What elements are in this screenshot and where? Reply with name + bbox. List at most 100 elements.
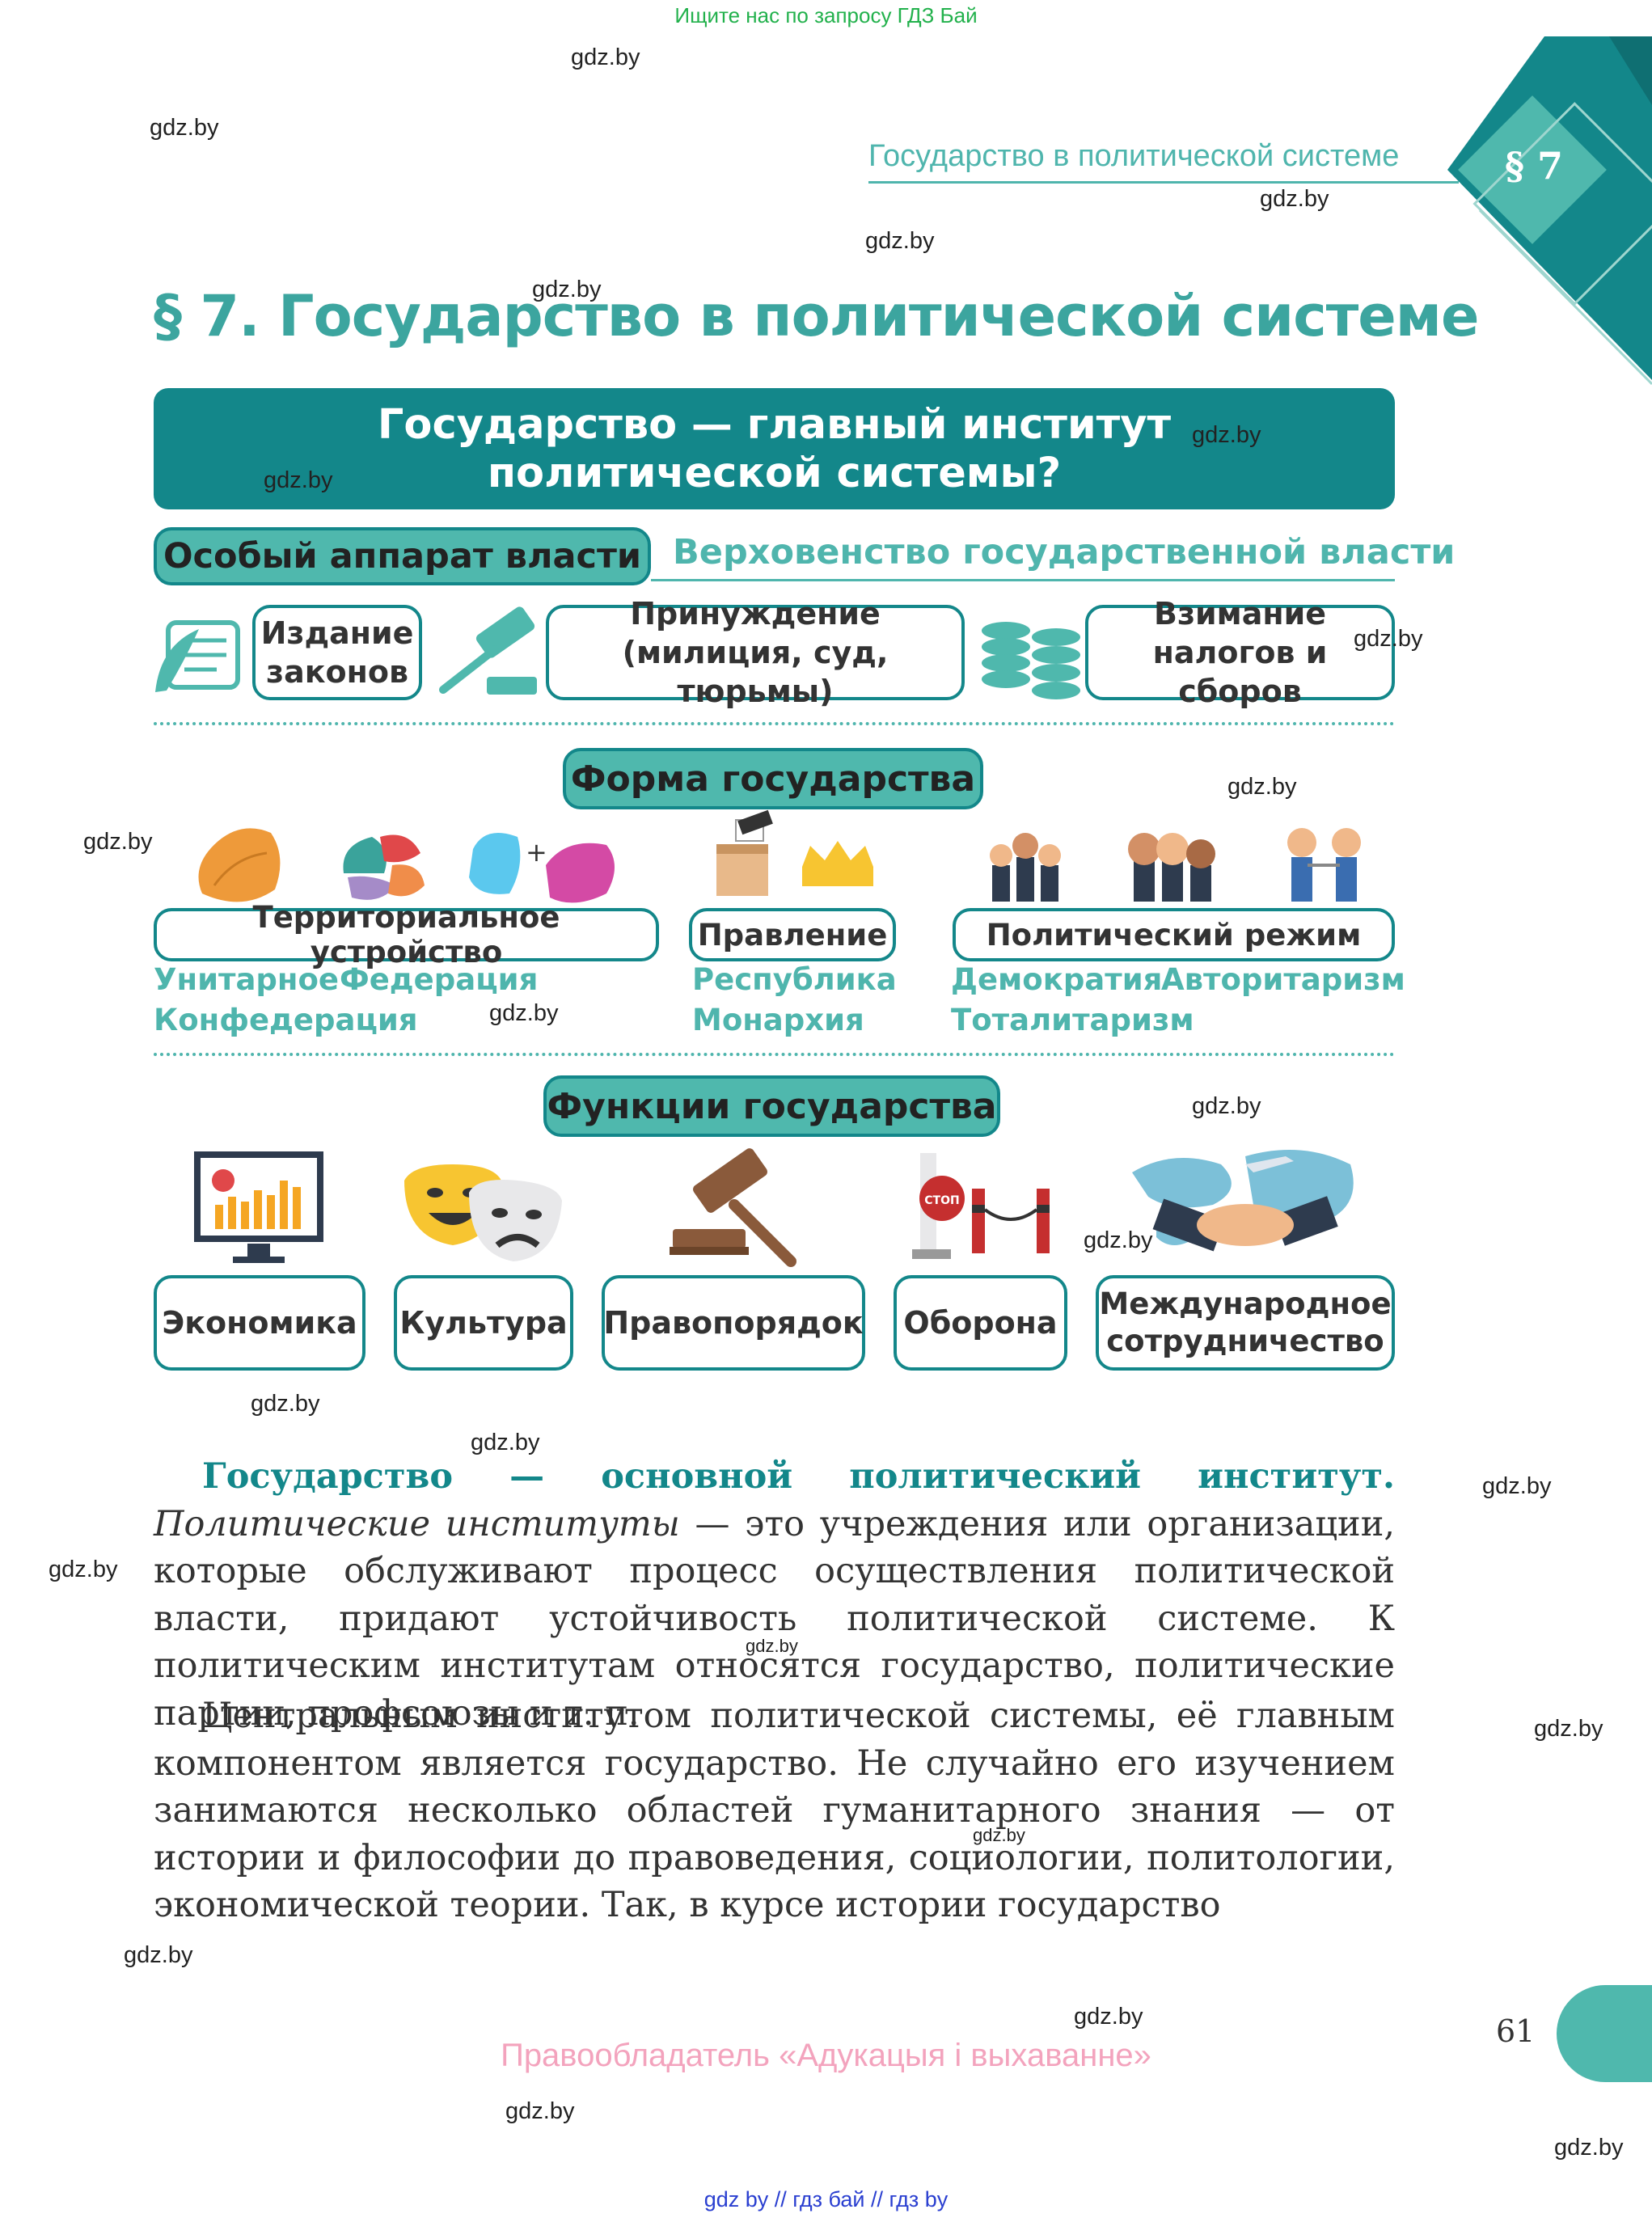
taxes-box: Взимание налогов и сборов — [1085, 596, 1395, 709]
watermark: gdz.by — [264, 467, 333, 493]
law-making-line2: законов — [265, 654, 409, 690]
function-culture: Культура — [394, 1275, 573, 1371]
handshake-world-icon — [1132, 1150, 1354, 1252]
paragraph-2-text: Центральным институтом политической сист… — [154, 1696, 1395, 1926]
type-authoritarianism: Авторитаризм — [1161, 962, 1405, 997]
gavel-icon — [439, 606, 537, 695]
functions-heading: Функции государства — [543, 1075, 1000, 1137]
page-number: 61 — [1496, 2013, 1536, 2049]
paragraph-2: Центральным институтом политической сист… — [154, 1692, 1395, 1929]
special-apparatus-text: Особый аппарат власти — [163, 536, 641, 577]
type-totalitarianism: Тоталитаризм — [951, 1003, 1194, 1037]
law-making-box: Издание законов — [252, 605, 422, 700]
watermark: gdz.by — [1074, 2004, 1143, 2030]
function-defense: Оборона — [894, 1275, 1067, 1371]
watermark: gdz.by — [865, 228, 935, 254]
top-search-hint[interactable]: Ищите нас по запросу ГДЗ Бай — [674, 3, 978, 27]
watermark: gdz.by — [150, 115, 219, 141]
section-badge: § 7 — [1504, 144, 1564, 188]
form-heading: Форма государства — [563, 748, 983, 809]
territory-shapes-icon: + — [198, 828, 615, 903]
watermark: gdz.by — [471, 1430, 540, 1455]
paragraph-1-term: Политические институты — [154, 1503, 680, 1544]
governance-text: Правление — [697, 917, 888, 953]
watermark: gdz.by — [49, 1557, 118, 1582]
taxes-line1: Взимание — [1153, 596, 1327, 632]
page-number-tab — [1557, 1985, 1652, 2082]
political-regime-text: Политический режим — [986, 917, 1362, 953]
watermark: gdz.by — [1260, 186, 1329, 212]
bottom-links[interactable]: gdz by // гдз бай // гдз by — [703, 2187, 949, 2211]
running-header-rule — [868, 181, 1459, 184]
paragraph-1: Государство — основной политический инст… — [154, 1453, 1395, 1738]
territorial-structure-text: Территориальное устройство — [252, 900, 560, 969]
coercion-box: Принуждение (милиция, суд, тюрьмы) — [546, 596, 965, 709]
watermark: gdz.by — [1192, 1093, 1261, 1119]
border-barrier-icon: СТОП — [912, 1153, 1050, 1259]
scroll-quill-icon — [155, 620, 240, 692]
watermark: gdz.by — [532, 277, 602, 302]
function-international-line1: Международное — [1099, 1286, 1392, 1321]
watermark: gdz.by — [1084, 1227, 1153, 1253]
monitor-chart-icon — [194, 1151, 323, 1263]
watermark: gdz.by — [1482, 1473, 1552, 1499]
type-federation: Федерация — [340, 962, 539, 997]
hands-raised-icon — [990, 828, 1361, 902]
function-law-order: Правопорядок — [602, 1275, 865, 1371]
function-economy: Экономика — [154, 1275, 365, 1371]
copyright-notice: Правообладатель «Адукацыя і выхаванне» — [501, 2038, 1151, 2073]
form-heading-text: Форма государства — [570, 758, 976, 800]
watermark: gdz.by — [489, 1000, 559, 1026]
taxes-line2: налогов и сборов — [1152, 635, 1328, 709]
divider-2 — [154, 1053, 1395, 1056]
banner-line-2: политической системы? — [487, 450, 1062, 497]
law-making-line1: Издание — [260, 615, 414, 651]
territorial-structure-box: Территориальное устройство — [154, 900, 659, 969]
function-international-line2: сотрудничество — [1106, 1324, 1384, 1358]
watermark: gdz.by — [1554, 2135, 1624, 2161]
type-republic: Республика — [692, 962, 897, 997]
watermark: gdz.by — [1192, 422, 1261, 448]
function-economy-text: Экономика — [162, 1305, 357, 1341]
paragraph-1-rest: — это учреждения или организации, которы… — [154, 1503, 1396, 1734]
function-defense-text: Оборона — [903, 1305, 1058, 1341]
running-header: Государство в политической системе — [868, 139, 1400, 173]
political-regime-box: Политический режим — [953, 908, 1395, 961]
governance-box: Правление — [689, 908, 896, 961]
watermark: gdz.by — [124, 1942, 193, 1968]
function-law-order-text: Правопорядок — [603, 1305, 864, 1341]
watermark: gdz.by — [83, 829, 153, 855]
divider-1 — [154, 722, 1395, 725]
function-culture-text: Культура — [399, 1305, 568, 1341]
type-monarchy: Монархия — [692, 1003, 864, 1037]
coercion-line2: (милиция, суд, тюрьмы) — [622, 635, 889, 709]
question-banner: Государство — главный институт политичес… — [154, 388, 1395, 509]
coercion-line1: Принуждение — [630, 596, 881, 632]
ballot-crown-icon — [716, 809, 873, 896]
type-unitary: Унитарное — [154, 962, 339, 997]
type-confederation: Конфедерация — [154, 1003, 418, 1037]
watermark: gdz.by — [1354, 626, 1423, 652]
watermark-small: gdz.by — [973, 1825, 1025, 1845]
svg-text:СТОП: СТОП — [924, 1194, 959, 1207]
gavel-icon — [670, 1148, 796, 1267]
coins-icon — [982, 622, 1080, 699]
special-apparatus-label: Особый аппарат власти — [154, 527, 651, 585]
watermark: gdz.by — [251, 1391, 320, 1417]
function-international: Международное сотрудничество — [1096, 1275, 1395, 1371]
watermark: gdz.by — [571, 44, 640, 70]
banner-line-1: Государство — главный институт — [377, 401, 1172, 449]
supremacy-label: Верховенство государственной власти — [673, 532, 1456, 572]
watermark: gdz.by — [505, 2098, 575, 2124]
svg-text:+: + — [526, 837, 547, 868]
watermark: gdz.by — [1227, 774, 1297, 800]
corner-decoration — [1447, 36, 1652, 386]
supremacy-underline — [651, 579, 1395, 581]
page-title: § 7. Государство в политической системе — [154, 283, 1479, 349]
paragraph-1-lead: Государство — основной политический инст… — [202, 1456, 1395, 1497]
watermark-small: gdz.by — [746, 1636, 798, 1656]
theatre-masks-icon — [404, 1164, 562, 1261]
functions-heading-text: Функции государства — [547, 1085, 997, 1127]
watermark: gdz.by — [1534, 1716, 1603, 1742]
type-democracy: Демократия — [951, 962, 1163, 997]
